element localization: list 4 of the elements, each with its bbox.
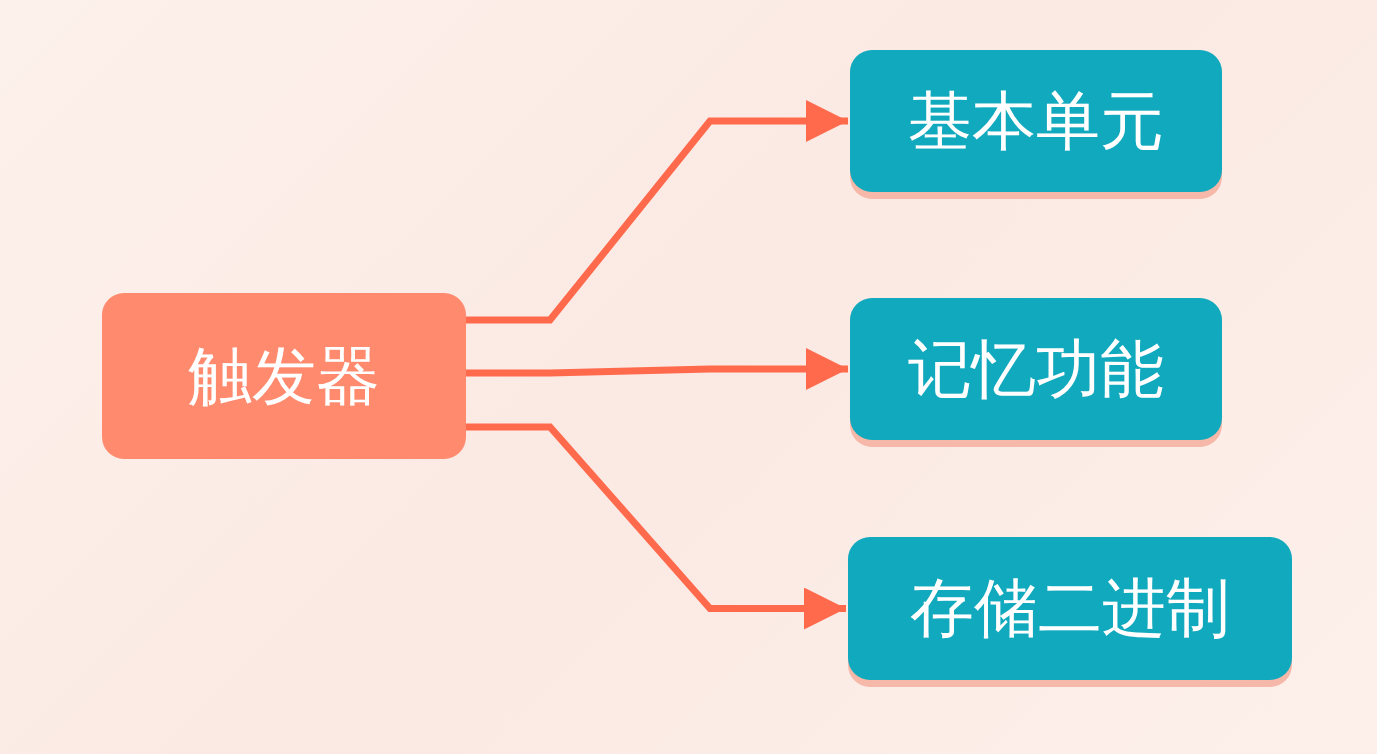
arrow: [466, 100, 848, 324]
topic-box: 触发器: [102, 293, 466, 459]
arrow: [466, 348, 848, 390]
arrow: [466, 423, 846, 630]
